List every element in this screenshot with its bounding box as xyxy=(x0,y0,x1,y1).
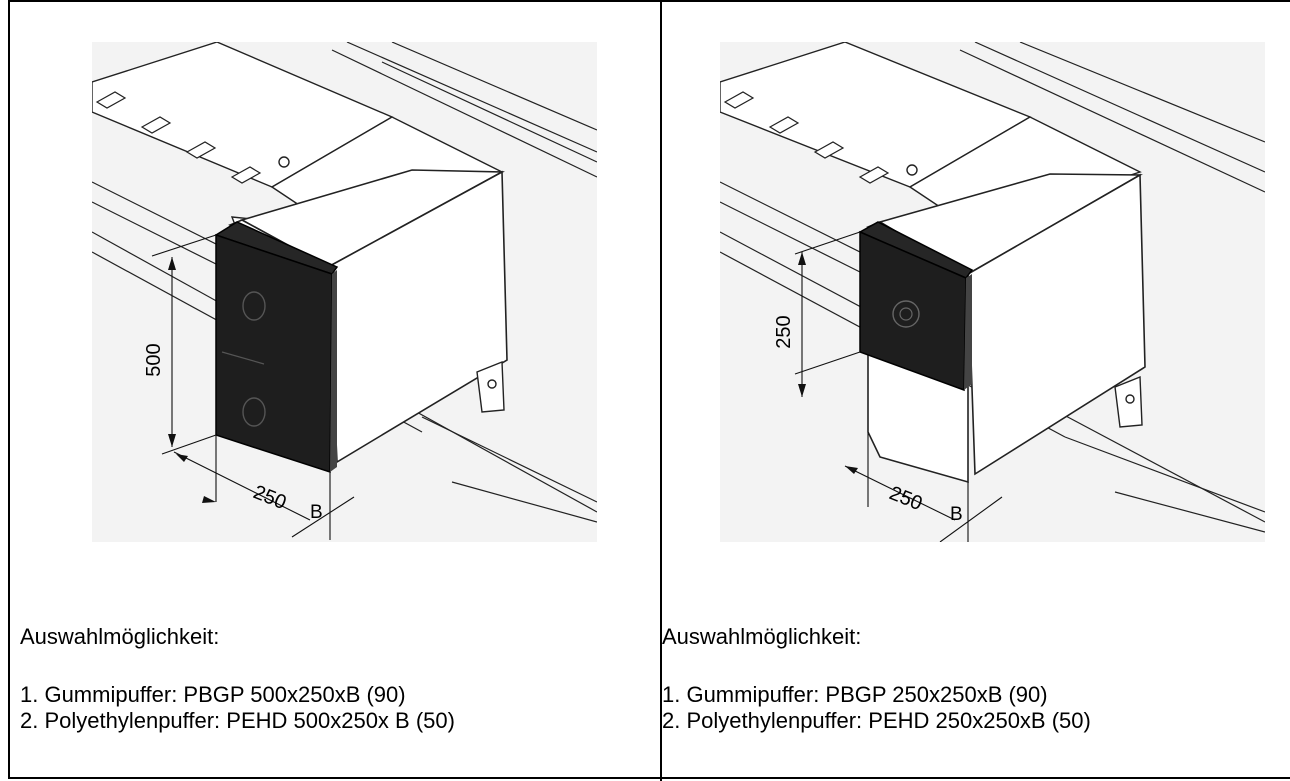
table-frame xyxy=(8,0,1290,781)
dimension-height-label: 500 xyxy=(143,343,165,376)
column-divider xyxy=(660,2,662,781)
option-rubber-buffer: 1. Gummipuffer: PBGP 500x250xB (90) xyxy=(20,682,406,707)
panel-left: 500 250 B Auswahlmöglichkeit: 1. Gummipu… xyxy=(10,2,650,777)
options-heading: Auswahlmöglichkeit: xyxy=(20,624,220,649)
buffer-drawing-500: 500 250 B xyxy=(92,42,597,542)
panel-right: 250 250 B Auswahlmöglichkeit: 1. Gummipu… xyxy=(652,2,1288,777)
option-rubber-buffer: 1. Gummipuffer: PBGP 250x250xB (90) xyxy=(662,682,1048,707)
dimension-height-label: 250 xyxy=(773,315,795,348)
option-polyethylene-buffer: 2. Polyethylenpuffer: PEHD 250x250xB (50… xyxy=(662,708,1091,733)
dimension-depth-label: B xyxy=(310,502,323,523)
buffer-drawing-250: 250 250 B xyxy=(720,42,1265,542)
option-polyethylene-buffer: 2. Polyethylenpuffer: PEHD 500x250x B (5… xyxy=(20,708,455,733)
options-heading: Auswahlmöglichkeit: xyxy=(662,624,862,649)
dimension-depth-label: B xyxy=(950,504,963,525)
